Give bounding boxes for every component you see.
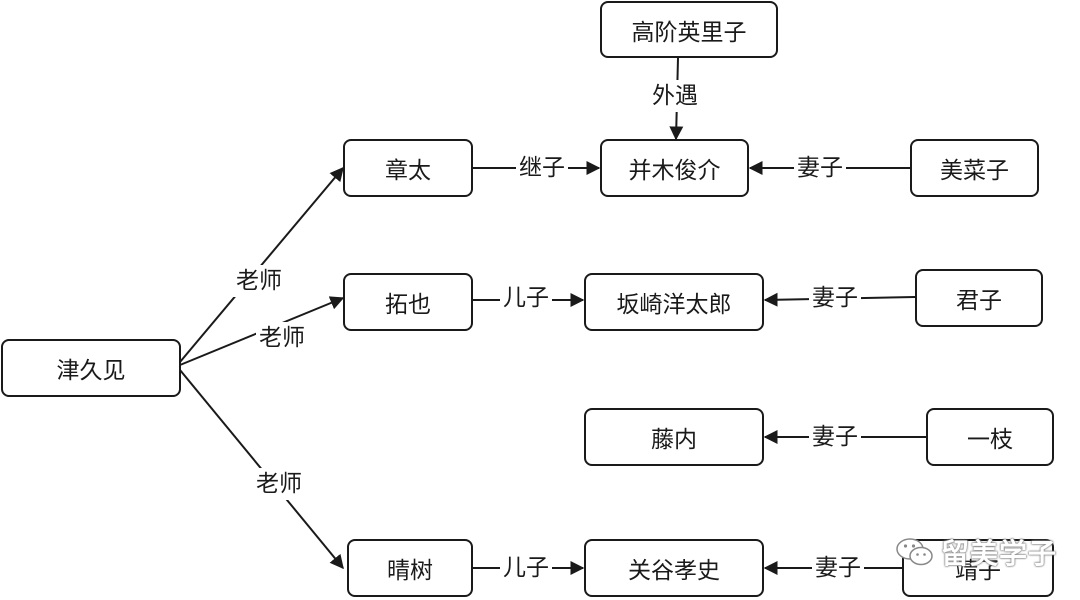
node-sekiya: 关谷孝史 [584, 539, 764, 597]
node-minako: 美菜子 [910, 139, 1039, 197]
edge-label-son-1: 儿子 [500, 282, 552, 314]
node-sakazaki: 坂崎洋太郎 [584, 273, 764, 331]
edge-label-wife-4: 妻子 [812, 552, 864, 584]
edge-label-teacher-1: 老师 [233, 265, 285, 297]
edge-label-teacher-3: 老师 [253, 468, 305, 500]
edge-label-wife-1: 妻子 [794, 152, 846, 184]
edge-label-teacher-2: 老师 [256, 322, 308, 354]
node-takuya: 拓也 [343, 273, 473, 331]
edge-label-affair: 外遇 [649, 80, 701, 112]
node-kazue: 一枝 [926, 408, 1054, 466]
node-yasuko: 靖子 [902, 539, 1054, 597]
node-takai: 高阶英里子 [600, 1, 778, 58]
edge-label-son-2: 儿子 [500, 552, 552, 584]
node-fujiuchi: 藤内 [584, 408, 764, 466]
node-namiki: 并木俊介 [600, 139, 749, 197]
edge-label-wife-3: 妻子 [809, 421, 861, 453]
edge-label-wife-2: 妻子 [809, 282, 861, 314]
node-shota: 章太 [343, 139, 473, 197]
node-haruki: 晴树 [347, 539, 473, 597]
node-tsukumi: 津久见 [1, 339, 181, 397]
edge-label-stepson: 继子 [516, 152, 568, 184]
node-kimiko: 君子 [915, 269, 1043, 327]
